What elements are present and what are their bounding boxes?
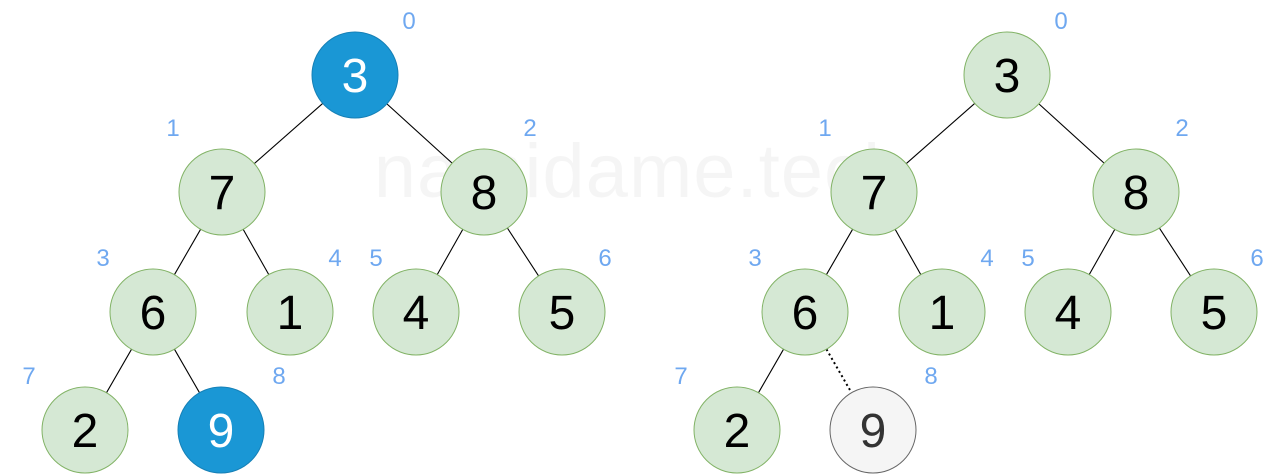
heap-node-value: 4 [403,287,430,340]
heap-node-index-label: 2 [523,115,536,142]
heap-node-1 [830,148,918,236]
heap-node-4 [246,268,334,356]
tree-edge-3-8 [174,349,200,393]
tree-edge-2-5 [1088,229,1116,275]
heap-node-6 [518,268,606,356]
tree-edge-3-8 [825,348,853,394]
heap-node-2 [440,148,528,236]
heap-node-value: 6 [140,287,167,340]
heap-node-index-label: 1 [818,115,831,142]
heap-node-value: 7 [861,167,888,220]
heap-node-index-label: 4 [328,245,341,272]
heap-node-2 [1092,148,1180,236]
heap-node-6 [1170,268,1258,356]
heap-node-value: 4 [1055,287,1082,340]
heap-node-index-label: 5 [1021,245,1034,272]
heap-node-value: 3 [994,50,1021,103]
tree-edge-0-2 [386,103,453,164]
tree-edge-1-4 [242,229,270,275]
heap-node-value: 8 [1123,167,1150,220]
heap-node-8 [829,386,917,474]
heap-node-index-label: 4 [980,245,993,272]
heap-node-value: 9 [208,405,235,458]
heap-node-index-label: 8 [924,363,937,390]
heap-node-index-label: 6 [1250,245,1263,272]
heap-node-index-label: 0 [1054,8,1067,35]
heap-node-value: 8 [471,167,498,220]
heap-node-7 [41,386,129,474]
heap-node-value: 1 [929,287,956,340]
heap-node-index-label: 1 [166,115,179,142]
tree-edge-0-1 [253,102,324,165]
tree-edge-2-5 [436,229,464,275]
heap-node-4 [898,268,986,356]
tree-edge-1-4 [894,229,922,275]
heap-node-7 [693,386,781,474]
heap-node-index-label: 2 [1175,115,1188,142]
heap-node-value: 5 [549,287,576,340]
tree-edge-0-2 [1038,103,1105,164]
heap-node-index-label: 3 [96,245,109,272]
heap-node-value: 2 [72,405,99,458]
tree-edge-3-7 [106,349,132,393]
heap-node-value: 3 [342,50,369,103]
tree-edge-1-3 [173,229,202,275]
heap-node-5 [1024,268,1112,356]
heap-node-3 [109,268,197,356]
heap-node-value: 2 [724,405,751,458]
tree-edge-0-1 [905,102,976,165]
tree-edge-1-3 [825,229,854,275]
heap-node-index-label: 7 [674,363,687,390]
heap-node-value: 9 [860,405,887,458]
heap-node-index-label: 0 [402,8,415,35]
heap-node-value: 6 [792,287,819,340]
heap-node-value: 7 [209,167,236,220]
tree-edge-2-6 [506,227,540,277]
heap-node-3 [761,268,849,356]
heap-node-1 [178,148,266,236]
heap-node-0 [311,31,399,119]
tree-edge-3-7 [758,349,784,393]
heap-node-index-label: 8 [272,363,285,390]
heap-node-5 [372,268,460,356]
heap-node-index-label: 5 [369,245,382,272]
tree-edge-2-6 [1158,227,1192,277]
heap-node-0 [963,31,1051,119]
heap-node-value: 5 [1201,287,1228,340]
heap-node-index-label: 6 [598,245,611,272]
heap-node-index-label: 3 [748,245,761,272]
heap-node-value: 1 [277,287,304,340]
heap-node-8 [177,386,265,474]
heap-node-index-label: 7 [22,363,35,390]
